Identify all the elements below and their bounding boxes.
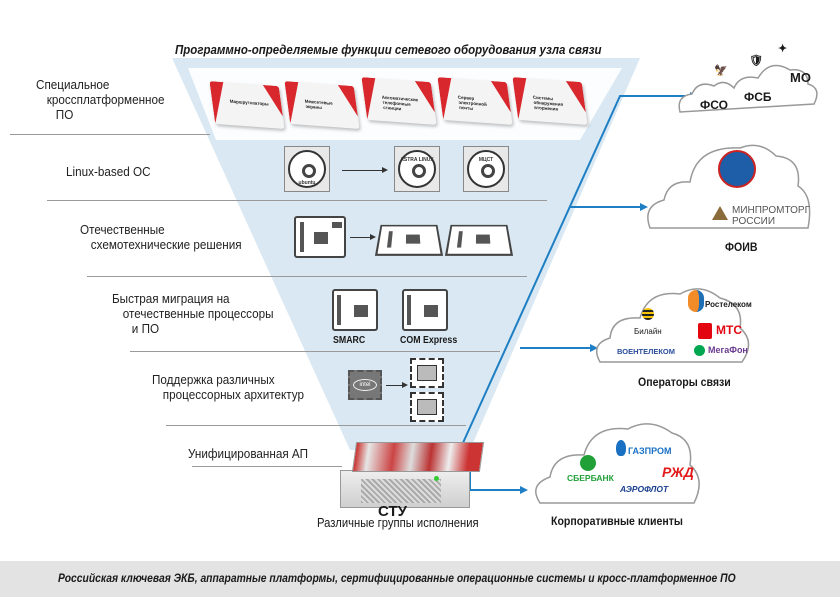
board-icon xyxy=(374,224,444,256)
diagram-title: Программно-определяемые функции сетевого… xyxy=(175,43,602,57)
mts-logo-icon xyxy=(698,323,712,339)
layer-divider xyxy=(130,351,500,352)
minpromtorg-line2: РОССИИ xyxy=(732,216,776,227)
arrowhead-foiv xyxy=(640,203,648,211)
footer-banner: Российская ключевая ЭКБ, аппаратные плат… xyxy=(0,561,840,597)
logo-beeline: Билайн xyxy=(634,327,662,336)
cloud-label-foiv: ФОИВ xyxy=(725,240,758,254)
layer-divider xyxy=(10,134,210,135)
cloud-corporate xyxy=(535,423,700,504)
cloud-security xyxy=(678,64,818,113)
logo-mts: МТС xyxy=(716,323,742,337)
smarc-caption: SMARC xyxy=(333,335,366,346)
beeline-logo-icon xyxy=(642,308,654,320)
rostelecom-logo-icon xyxy=(688,290,704,312)
layer-label-os: Linux-based ОС xyxy=(66,164,151,179)
megafon-logo-icon xyxy=(694,345,705,356)
arrowhead-corporate xyxy=(520,486,528,494)
arrow-icon xyxy=(386,382,408,388)
logo-voentelecom: ВОЕНТЕЛЕКОМ xyxy=(617,347,675,356)
layer-divider xyxy=(192,466,342,467)
layer-label-hardware: Унифицированная АП xyxy=(188,446,309,461)
layer-divider xyxy=(87,276,527,277)
emblem-mo-icon: ✦ xyxy=(778,43,788,55)
board-icon xyxy=(444,224,514,256)
cloud-label-operators: Операторы связи xyxy=(638,375,731,389)
layer-label-software: Специальное кроссплатформенное ПО xyxy=(36,77,165,122)
logo-sberbank: СБЕРБАНК xyxy=(567,473,614,483)
layer-label-migration: Быстрая миграция на отечественные процес… xyxy=(112,291,274,336)
baikal-chip-icon xyxy=(410,392,444,422)
software-box: Сервер электронной почты xyxy=(437,77,513,125)
cloud-foiv xyxy=(647,144,811,229)
software-box: Автоматические телефонные станции xyxy=(361,77,437,125)
logo-rostelecom: Ростелеком xyxy=(705,300,752,309)
minpromtorg-logo-icon xyxy=(712,206,728,220)
layer-divider xyxy=(166,425,466,426)
logo-megafon: МегаФон xyxy=(708,345,748,355)
software-box: Маршрутизаторы xyxy=(209,81,285,129)
device-subtitle: Различные группы исполнения xyxy=(317,516,479,530)
cloud-operators xyxy=(595,288,750,363)
logo-aeroflot: АЭРОФЛОТ xyxy=(620,484,669,494)
cloud-label-corporate: Корпоративные клиенты xyxy=(551,514,683,528)
minsvyaz-emblem-icon xyxy=(718,150,756,188)
emblem-fsb-icon: 🛡 xyxy=(749,55,763,67)
cloud-item-fsb: ФСБ xyxy=(744,90,772,104)
intel-chip-icon: intel xyxy=(348,370,382,400)
logo-gazprom: ГАЗПРОМ xyxy=(628,446,672,456)
server-rack-icon xyxy=(351,442,485,472)
emblem-fso-icon: 🦅 xyxy=(714,65,728,77)
minpromtorg-line1: МИНПРОМТОРГ xyxy=(732,205,811,216)
connector-trunk xyxy=(461,95,690,446)
os-disc-astra: ASTRA LINUX xyxy=(394,146,440,192)
layer-divider xyxy=(47,200,547,201)
mcst-chip-icon xyxy=(410,358,444,388)
cloud-item-mo: МО xyxy=(790,70,811,85)
cloud-item-fso: ФСО xyxy=(700,98,728,112)
os-disc-ubuntu: ubuntu xyxy=(284,146,330,192)
footer-text: Российская ключевая ЭКБ, аппаратные плат… xyxy=(58,571,736,585)
arrow-icon xyxy=(342,167,388,173)
software-box: Межсетевые экраны xyxy=(284,81,360,129)
server-chassis-icon xyxy=(340,470,470,508)
software-box: Системы обнаружения вторжения xyxy=(512,77,588,125)
layer-label-architectures: Поддержка различных процессорных архитек… xyxy=(152,372,305,402)
com-express-board-icon xyxy=(402,289,448,331)
motherboard-icon xyxy=(294,216,346,258)
arrow-icon xyxy=(350,234,376,240)
connector-corporate xyxy=(469,470,520,491)
arrowhead-operators xyxy=(590,344,598,352)
device-name: СТУ xyxy=(378,503,407,520)
gazprom-flame-icon xyxy=(616,440,626,456)
os-disc-mcst: МЦСТ xyxy=(463,146,509,192)
layer-label-circuits: Отечественные схемотехнические решения xyxy=(80,222,242,252)
com-express-caption: COM Express xyxy=(400,335,458,346)
sberbank-logo-icon xyxy=(580,455,596,471)
smarc-board-icon xyxy=(332,289,378,331)
logo-rzd: РЖД xyxy=(662,464,694,480)
